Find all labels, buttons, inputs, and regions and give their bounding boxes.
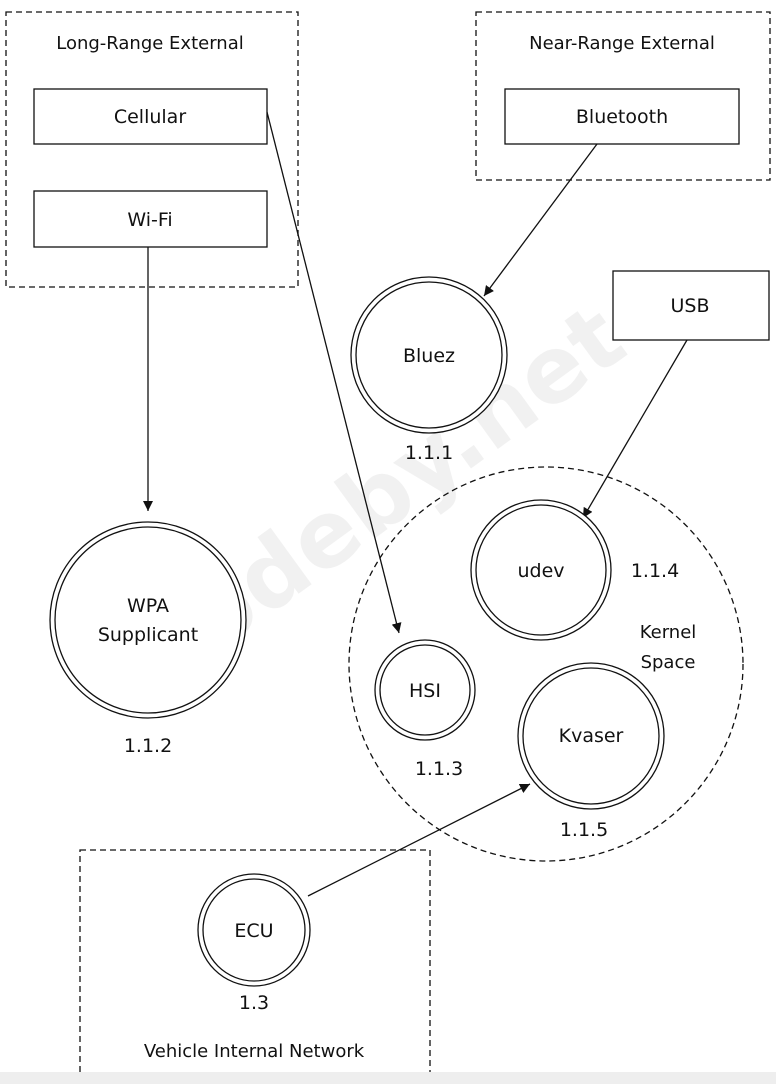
flow-cellular-to-hsi bbox=[266, 111, 402, 634]
kernel-space-label-line1: Kernel bbox=[640, 622, 697, 643]
long-range-external-label: Long-Range External bbox=[56, 33, 244, 54]
bluez-id: 1.1.1 bbox=[405, 442, 453, 464]
kvaser-label: Kvaser bbox=[559, 725, 624, 747]
udev-process: udev 1.1.4 bbox=[470, 499, 679, 641]
wpa-label-line1: WPA bbox=[127, 595, 169, 617]
bluetooth-label: Bluetooth bbox=[576, 106, 668, 128]
near-range-external-zone: Near-Range External bbox=[475, 11, 771, 181]
kvaser-process: Kvaser 1.1.5 bbox=[517, 662, 665, 841]
wpa-id: 1.1.2 bbox=[124, 735, 172, 757]
udev-id: 1.1.4 bbox=[631, 560, 679, 582]
cellular-label: Cellular bbox=[114, 106, 186, 128]
vehicle-internal-network-zone: Vehicle Internal Network bbox=[79, 849, 431, 1072]
udev-label: udev bbox=[517, 560, 564, 582]
hsi-label: HSI bbox=[409, 680, 441, 702]
ecu-process: ECU 1.3 bbox=[197, 873, 311, 1014]
bottom-strip bbox=[0, 1072, 776, 1084]
bluetooth-interface: Bluetooth bbox=[504, 88, 740, 145]
hsi-process: HSI 1.1.3 bbox=[374, 639, 476, 780]
wpa-supplicant-process: WPA Supplicant 1.1.2 bbox=[49, 521, 247, 757]
wifi-label: Wi-Fi bbox=[127, 209, 172, 231]
kernel-space-zone: Kernel Space bbox=[348, 466, 744, 862]
kvaser-id: 1.1.5 bbox=[560, 819, 608, 841]
bluez-label: Bluez bbox=[403, 345, 455, 367]
flow-usb-to-udev bbox=[582, 339, 688, 519]
usb-interface: USB bbox=[612, 270, 770, 341]
ecu-id: 1.3 bbox=[239, 992, 269, 1014]
wifi-interface: Wi-Fi bbox=[33, 190, 268, 248]
hsi-id: 1.1.3 bbox=[415, 758, 463, 780]
flow-ecu-to-kvaser bbox=[307, 783, 531, 897]
usb-label: USB bbox=[670, 295, 709, 317]
ecu-label: ECU bbox=[234, 920, 273, 942]
cellular-interface: Cellular bbox=[33, 88, 268, 145]
bluez-process: Bluez 1.1.1 bbox=[350, 276, 508, 464]
flow-bluetooth-to-bluez bbox=[483, 143, 598, 297]
near-range-external-label: Near-Range External bbox=[529, 33, 715, 54]
kernel-space-label-line2: Space bbox=[641, 652, 696, 673]
vehicle-internal-network-label: Vehicle Internal Network bbox=[144, 1041, 365, 1062]
wpa-label-line2: Supplicant bbox=[98, 624, 198, 646]
long-range-external-zone: Long-Range External bbox=[5, 11, 299, 288]
